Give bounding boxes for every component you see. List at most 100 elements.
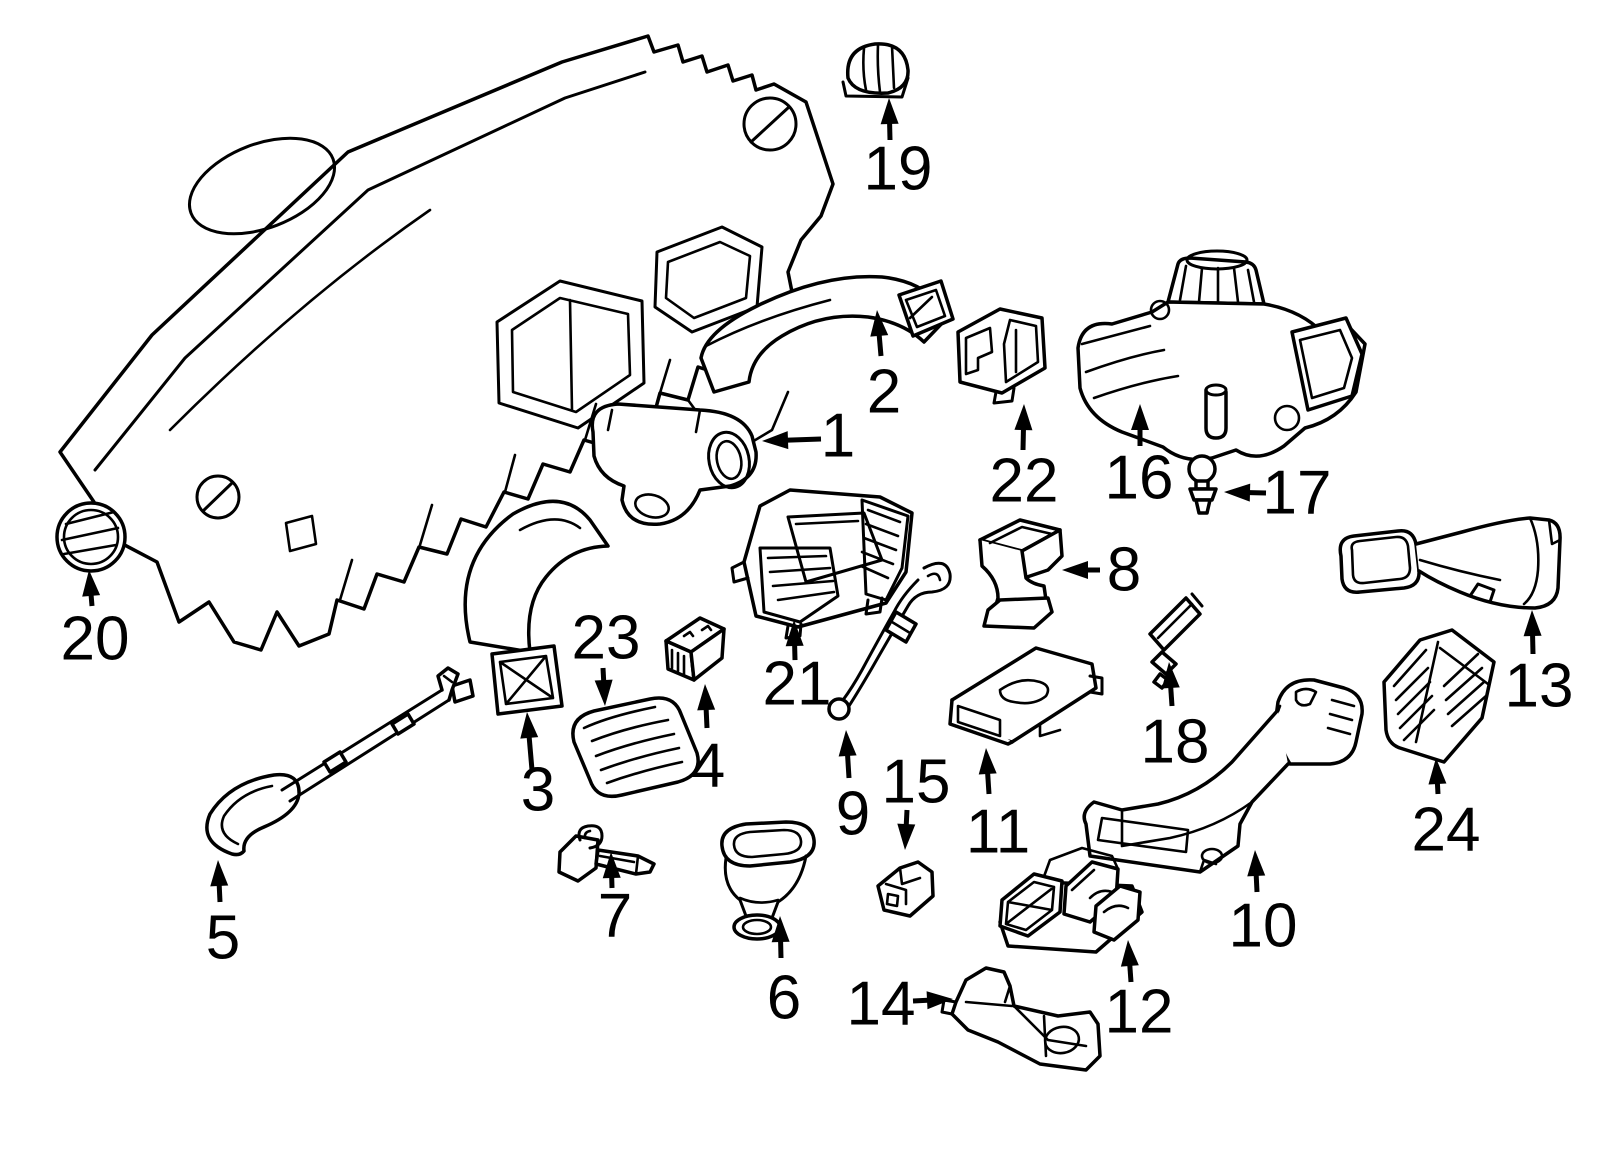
callout-arrowhead-icon (1523, 610, 1542, 637)
callout-18: 18 (1141, 662, 1210, 777)
part-drawing-14 (940, 966, 1102, 1072)
part-drawing-5 (205, 666, 460, 857)
callout-19: 19 (864, 98, 933, 204)
callout-22: 22 (990, 404, 1059, 516)
callout-number: 8 (1107, 536, 1141, 605)
callout-number: 11 (966, 798, 1030, 867)
callout-arrowhead-icon (1131, 404, 1149, 430)
callout-number: 19 (864, 135, 933, 204)
callout-arrowhead-icon (771, 916, 790, 943)
callout-arrowhead-icon (1120, 940, 1139, 967)
part-drawing-9 (827, 561, 952, 721)
callout-number: 4 (691, 732, 725, 801)
callout-arrowhead-icon (762, 431, 789, 450)
callout-number: 7 (598, 882, 632, 951)
callout-2: 2 (867, 310, 901, 427)
callout-arrowhead-icon (82, 570, 101, 597)
callout-arrowhead-icon (1161, 662, 1180, 689)
callout-number: 18 (1141, 708, 1210, 777)
part-drawing-20 (55, 501, 127, 573)
callout-arrowhead-icon (1062, 561, 1088, 579)
callout-8: 8 (1062, 536, 1141, 605)
screw-hole-icon (195, 474, 241, 520)
callout-number: 5 (206, 904, 240, 973)
callout-arrowhead-icon (838, 730, 857, 757)
callout-number: 22 (990, 447, 1059, 516)
callout-4: 4 (691, 684, 725, 801)
callout-number: 17 (1263, 459, 1332, 528)
part-drawing-8 (978, 518, 1064, 630)
callout-number: 13 (1505, 652, 1574, 721)
callout-arrowhead-icon (210, 860, 229, 887)
callout-arrowhead-icon (602, 852, 621, 879)
callout-arrowhead-icon (897, 823, 916, 850)
callout-15: 15 (882, 748, 951, 850)
screw-hole-icon (742, 96, 798, 152)
callout-number: 12 (1105, 978, 1174, 1047)
callout-21: 21 (763, 620, 832, 719)
callout-17: 17 (1224, 459, 1331, 528)
callout-24: 24 (1412, 758, 1481, 865)
callout-arrowhead-icon (880, 98, 899, 125)
callout-13: 13 (1505, 610, 1574, 721)
callout-16: 16 (1105, 404, 1174, 513)
callout-arrowhead-icon (1014, 404, 1033, 431)
callout-number: 15 (882, 748, 951, 817)
callout-1: 1 (762, 402, 855, 471)
instrument-panel-drawing (58, 34, 835, 652)
part-drawing-23 (571, 696, 700, 799)
callout-14: 14 (847, 970, 953, 1039)
part-drawings (55, 42, 1562, 1072)
callout-10: 10 (1229, 850, 1298, 961)
callout-arrowhead-icon (594, 679, 613, 706)
callout-number: 6 (767, 964, 801, 1033)
part-drawing-22 (956, 307, 1047, 405)
callout-number: 14 (847, 970, 916, 1039)
part-drawing-10 (1082, 678, 1364, 874)
part-drawing-12 (998, 846, 1144, 954)
callout-23: 23 (572, 604, 641, 706)
part-drawing-1 (590, 402, 758, 527)
callout-5: 5 (206, 860, 240, 973)
callout-20: 20 (61, 570, 130, 674)
part-drawing-19 (841, 42, 910, 99)
callout-arrowhead-icon (1428, 758, 1447, 785)
callout-7: 7 (598, 852, 632, 951)
part-drawing-21 (730, 488, 914, 640)
part-drawing-3 (450, 499, 610, 716)
callout-number: 20 (61, 605, 130, 674)
part-drawing-24 (1382, 628, 1496, 764)
part-drawing-2 (699, 274, 955, 394)
part-drawing-6 (720, 820, 816, 941)
part-drawing-15 (876, 860, 935, 918)
callout-6: 6 (767, 916, 801, 1033)
part-drawing-4 (664, 616, 726, 682)
callout-3: 3 (520, 712, 555, 825)
callout-number: 10 (1229, 892, 1298, 961)
callout-number: 1 (821, 402, 855, 471)
callout-arrowhead-icon (785, 620, 804, 647)
callout-number: 3 (521, 756, 555, 825)
callout-number: 24 (1412, 796, 1481, 865)
callout-12: 12 (1105, 940, 1174, 1047)
callout-9: 9 (836, 730, 870, 849)
callout-number: 21 (763, 650, 832, 719)
callout-arrowhead-icon (926, 991, 953, 1010)
callout-number: 9 (836, 780, 870, 849)
callout-arrowhead-icon (1224, 483, 1251, 502)
part-drawing-18 (1148, 592, 1204, 690)
callout-arrowhead-icon (1247, 850, 1266, 877)
callout-number: 16 (1105, 444, 1174, 513)
callout-number: 2 (867, 358, 901, 427)
part-drawing-13 (1338, 516, 1562, 610)
callout-number: 23 (572, 604, 641, 673)
callout-arrowhead-icon (870, 310, 889, 337)
callout-11: 11 (966, 748, 1030, 867)
part-drawing-16 (1076, 249, 1367, 462)
part-drawing-11 (948, 646, 1104, 746)
callout-arrowhead-icon (697, 684, 716, 711)
callout-arrowhead-icon (520, 712, 539, 739)
